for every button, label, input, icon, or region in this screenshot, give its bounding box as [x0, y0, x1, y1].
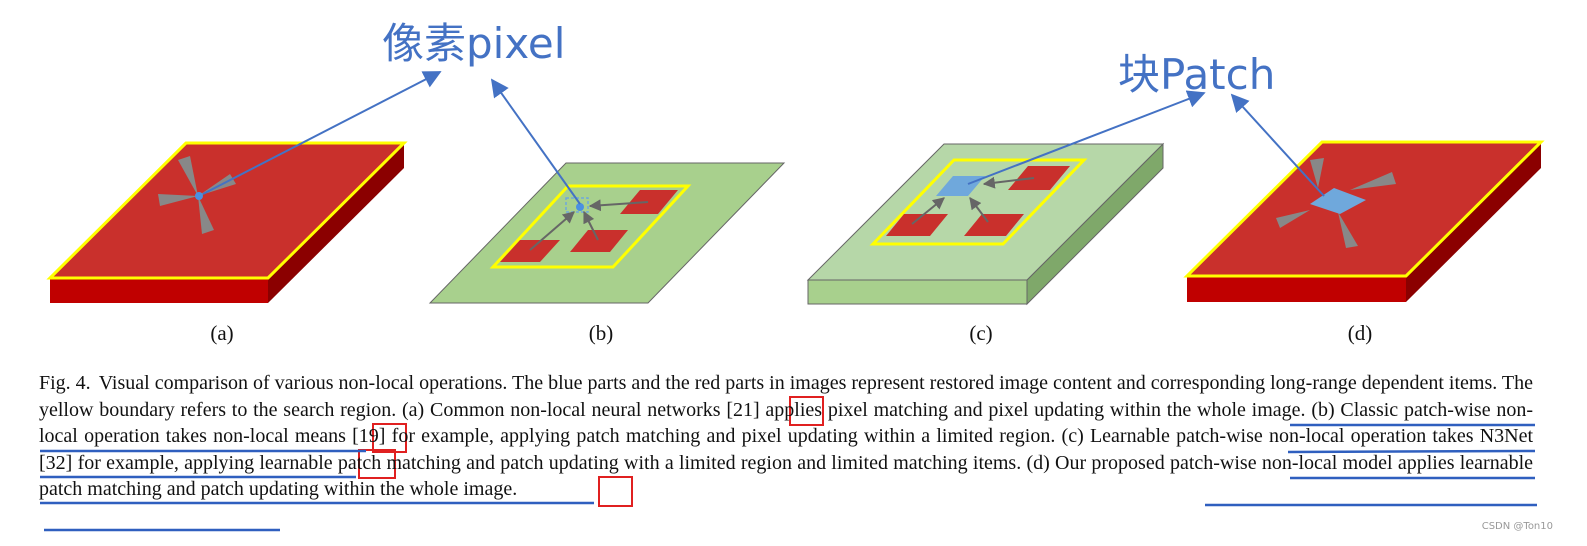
panel-b-pointer-arrow	[490, 78, 581, 205]
panel-b-query-outline	[565, 197, 589, 213]
caption-text: Learnable patch-wise non-local operation…	[39, 425, 1534, 474]
panel-b-patch-2	[570, 230, 628, 252]
markup-blue-underlines	[40, 423, 1537, 532]
caption-ref-c: (c)	[1061, 425, 1084, 447]
panel-d-patch-connections	[1276, 158, 1396, 248]
panel-a-top-face	[46, 141, 408, 280]
panel-a-diagram	[46, 71, 442, 303]
figure-caption: Fig. 4.Visual comparison of various non-…	[39, 370, 1533, 503]
caption-text: Our proposed patch-wise non-local model …	[1049, 451, 1534, 474]
watermark: CSDN @Ton10	[1481, 521, 1553, 532]
panel-c-patch-3	[1008, 166, 1070, 190]
panel-b-patch-3	[620, 190, 678, 214]
panel-b-label: (b)	[589, 321, 614, 345]
panel-c-patch-2	[964, 214, 1024, 236]
caption-highlight-a: pixel matching and pixel updating within…	[827, 398, 1306, 421]
panel-b-patch-1	[500, 240, 560, 262]
panel-c-pointer-arrow	[967, 90, 1206, 185]
panel-b-match-arrows	[529, 199, 649, 251]
panel-d-pointer-arrow	[1230, 93, 1325, 197]
markup-box-a	[789, 396, 824, 426]
panel-c-label: (c)	[969, 321, 992, 345]
panel-b-diagram	[428, 78, 786, 304]
panel-a-pixel	[195, 192, 203, 200]
panel-a-label: (a)	[210, 321, 233, 345]
panel-a-front-face	[50, 278, 268, 303]
caption-highlight-c: patch matching and patch updating with a…	[337, 451, 1022, 474]
markup-red-boxes	[358, 396, 824, 507]
caption-text: Classic patch-wise non-local operation t…	[39, 398, 1534, 448]
panel-c-diagram	[806, 90, 1206, 306]
caption-highlight-b: patch matching and pixel updating within…	[576, 425, 1056, 447]
figure-number: Fig. 4.	[39, 372, 91, 394]
caption-ref-a: (a)	[402, 398, 425, 421]
panel-d-query-patch	[1310, 188, 1366, 214]
panel-d-side-face	[1406, 142, 1541, 302]
patch-annotation: 块Patch	[1118, 50, 1275, 99]
caption-text: Visual comparison of various non-local o…	[39, 372, 1533, 421]
panel-b-pixel	[576, 203, 584, 211]
caption-text: Common non-local neural networks [21] ap…	[424, 398, 828, 421]
panel-a-pointer-arrow	[202, 71, 442, 195]
panel-d-front-face	[1187, 276, 1406, 302]
caption-ref-d: (d)	[1026, 451, 1050, 474]
panel-d-label: (d)	[1348, 321, 1373, 345]
pixel-annotation: 像素pixel	[382, 19, 565, 68]
panel-c-patch-1	[886, 214, 948, 236]
panel-d-top-face	[1183, 140, 1545, 278]
panel-c-front-face	[807, 279, 1028, 305]
panel-a-pixel-connections	[158, 156, 236, 234]
panel-c-match-arrows	[911, 176, 1035, 225]
panel-c-search-region	[869, 158, 1088, 246]
markup-box-c	[358, 449, 396, 479]
panel-a-side-face	[268, 143, 404, 303]
caption-ref-b: (b)	[1311, 398, 1335, 421]
panel-c-top-face	[806, 143, 1165, 281]
markup-box-d	[598, 476, 633, 507]
caption-highlight-d: patch matching and patch updating within…	[39, 478, 518, 500]
panel-b-search-region	[489, 184, 692, 269]
panel-c-query-patch	[936, 176, 985, 196]
panel-d-diagram	[1183, 93, 1545, 302]
markup-box-b	[372, 423, 407, 453]
